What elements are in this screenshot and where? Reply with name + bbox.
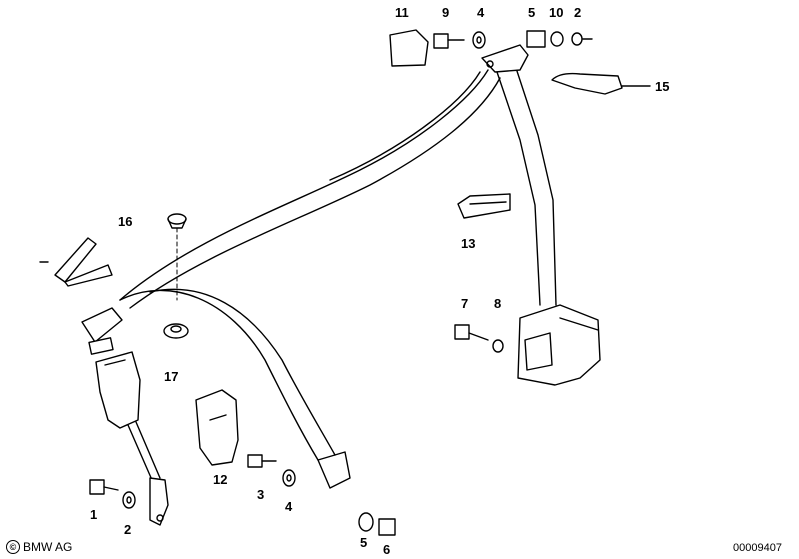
cap-button-part-16 xyxy=(167,213,187,229)
label-part-3: 3 xyxy=(257,487,265,502)
nut-part-6 xyxy=(378,518,396,536)
label-part-1: 1 xyxy=(90,507,98,522)
cover-part-11 xyxy=(389,29,429,67)
clip-part-13 xyxy=(457,193,511,219)
belt-guide-left xyxy=(39,237,113,287)
bolt-part-1 xyxy=(89,479,119,495)
grommet-part-17 xyxy=(163,323,189,339)
label-part-11: 11 xyxy=(395,5,409,20)
buckle-tongue xyxy=(81,307,123,355)
copyright-text: BMW AG xyxy=(23,540,73,554)
washer-part-4-upper xyxy=(472,31,486,49)
upper-anchor-plate xyxy=(481,44,529,73)
retractor-webbing xyxy=(496,64,557,306)
bolt-part-9 xyxy=(433,33,465,49)
diagram-reference-number: 00009407 xyxy=(733,542,782,554)
copyright-icon: © xyxy=(6,540,20,554)
label-part-4-lower: 4 xyxy=(285,499,293,514)
lap-belt-webbing xyxy=(119,288,351,489)
label-part-2-upper: 2 xyxy=(574,5,582,20)
spacer-part-5-upper xyxy=(526,30,546,48)
label-part-12: 12 xyxy=(213,472,228,487)
label-part-9: 9 xyxy=(442,5,450,20)
label-part-16: 16 xyxy=(118,214,133,229)
label-part-5-lower: 5 xyxy=(360,535,368,550)
label-part-2-lower: 2 xyxy=(124,522,132,537)
spacer-part-5-lower xyxy=(358,512,374,532)
trim-cover-part-12 xyxy=(195,389,239,466)
label-part-17: 17 xyxy=(164,369,179,384)
label-part-13: 13 xyxy=(461,236,476,251)
retractor-unit xyxy=(517,304,601,386)
copyright-notice: © BMW AG xyxy=(6,540,72,554)
washer-part-10 xyxy=(550,31,564,47)
label-part-15: 15 xyxy=(655,79,670,94)
label-part-5-upper: 5 xyxy=(528,5,536,20)
cover-part-15 xyxy=(551,72,651,95)
washer-part-2-upper xyxy=(571,32,593,46)
washer-part-2-lower xyxy=(122,491,136,509)
label-part-4-upper: 4 xyxy=(477,5,485,20)
label-part-8: 8 xyxy=(494,296,502,311)
label-part-7: 7 xyxy=(461,296,469,311)
washer-part-4-lower xyxy=(282,469,296,487)
label-part-10: 10 xyxy=(549,5,564,20)
label-part-6: 6 xyxy=(383,542,391,557)
bolt-part-7 xyxy=(454,324,489,341)
washer-part-8 xyxy=(492,339,504,353)
buckle-stalk-assembly xyxy=(95,351,169,526)
bolt-part-3 xyxy=(247,454,277,468)
upper-belt-webbing xyxy=(119,69,501,309)
